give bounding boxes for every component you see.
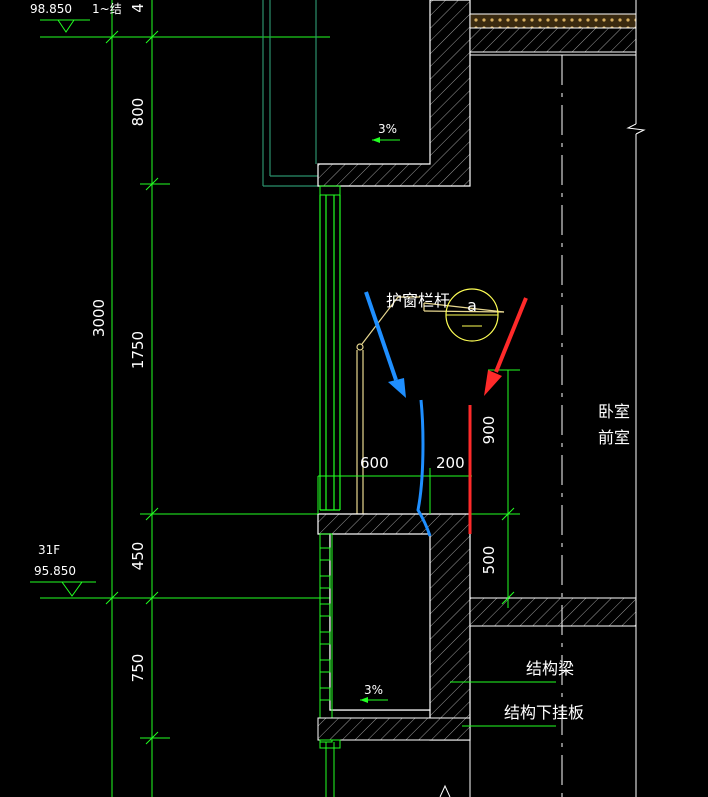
slope-upper-label: 3% (378, 122, 397, 136)
elevation-top-tag: 1~结 (92, 2, 122, 16)
dim-horizontal-b: 200 (436, 454, 465, 472)
dim-top-partial: 4 (129, 3, 147, 13)
beam-label: 结构梁 (526, 659, 574, 678)
elevation-marker-floor: 31F 95.850 (30, 543, 100, 599)
floor-name: 31F (38, 543, 60, 557)
dim-lower-a: 450 (129, 542, 147, 571)
red-marker (468, 297, 528, 534)
dim-total: 3000 (90, 299, 108, 337)
slope-lower-label: 3% (364, 683, 383, 697)
slope-upper: 3% (372, 122, 400, 143)
guardrail (352, 296, 505, 529)
dim-horizontal-a: 600 (360, 454, 389, 472)
guardrail-label: 护窗栏杆 (386, 291, 450, 310)
lower-window-mullions (319, 547, 335, 797)
dim-rail-height: 900 (480, 416, 498, 445)
floor-elevation: 95.850 (34, 564, 76, 578)
callout-lines (450, 681, 556, 727)
top-floor-insulation (469, 13, 637, 29)
lower-slab-label: 结构下挂板 (504, 703, 584, 722)
detail-reference: a (445, 288, 499, 342)
dim-middle: 1750 (129, 331, 147, 369)
window-glazing (319, 195, 341, 511)
upper-window-frame (262, 0, 320, 187)
dim-upper: 800 (129, 98, 147, 127)
dimension-lines (100, 0, 330, 797)
detail-ref-letter: a (467, 296, 477, 315)
top-floor-slab (469, 27, 637, 53)
slope-lower: 3% (360, 683, 388, 703)
dim-lower-b: 750 (129, 654, 147, 683)
bottom-arrow (439, 784, 451, 797)
upper-slab (317, 0, 471, 187)
elevation-top-value: 98.850 (30, 2, 72, 16)
right-floor-slab (469, 597, 637, 627)
dim-sill-height: 500 (480, 546, 498, 575)
room-label-anteroom: 前室 (598, 428, 630, 447)
room-boundaries (561, 0, 646, 797)
lower-slab-base (317, 717, 471, 741)
room-label-bedroom: 卧室 (598, 402, 630, 421)
blue-marker (364, 291, 432, 537)
elevation-marker-top: 98.850 1~结 (30, 2, 122, 38)
